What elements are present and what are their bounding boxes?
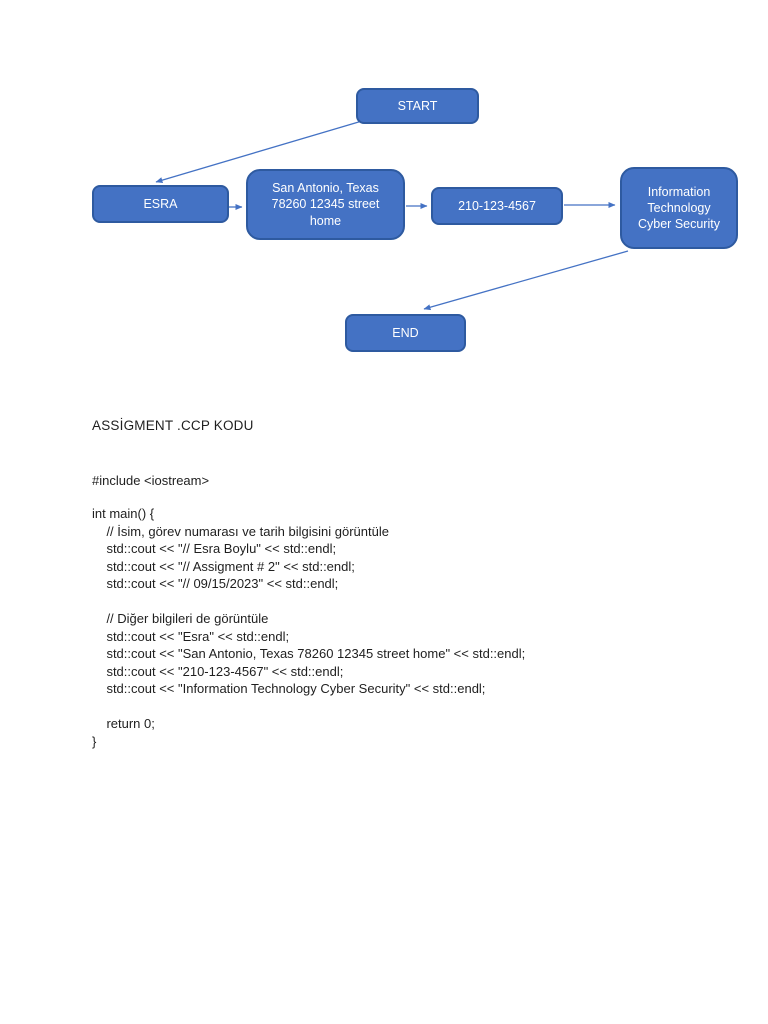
connector-start-to-esra — [155, 120, 363, 184]
code-include-line: #include <iostream> — [92, 473, 210, 488]
code-line — [92, 698, 525, 716]
code-line: int main() { — [92, 506, 155, 521]
flowchart-node-address: San Antonio, Texas 78260 12345 street ho… — [246, 169, 405, 240]
code-block: int main() { // İsim, görev numarası ve … — [92, 505, 525, 750]
document-title: ASSİGMENT .CCP KODU — [92, 418, 254, 433]
code-line — [92, 593, 525, 611]
node-address-label: San Antonio, Texas 78260 12345 street ho… — [271, 181, 380, 228]
node-end-label: END — [392, 325, 419, 340]
code-line: std::cout << "Esra" << std::endl; — [92, 628, 290, 644]
flowchart-node-start: START — [356, 88, 479, 124]
code-line: } — [92, 733, 97, 749]
flowchart-node-end: END — [345, 314, 466, 352]
code-line: std::cout << "Information Technology Cyb… — [92, 681, 486, 696]
flowchart-node-phone: 210-123-4567 — [431, 187, 563, 225]
connector-field-to-end — [423, 250, 629, 311]
code-line: std::cout << "// Assigment # 2" << std::… — [92, 558, 355, 574]
node-start-label: START — [397, 98, 438, 113]
code-line: // Diğer bilgileri de görüntüle — [92, 611, 269, 626]
node-field-label: Information Technology Cyber Security — [638, 184, 720, 232]
code-line: std::cout << "// 09/15/2023" << std::end… — [92, 576, 339, 591]
code-line: std::cout << "San Antonio, Texas 78260 1… — [92, 646, 526, 661]
code-line: // İsim, görev numarası ve tarih bilgisi… — [92, 523, 389, 539]
flowchart: START ESRA San Antonio, Texas 78260 1234… — [0, 0, 768, 380]
code-line: std::cout << "// Esra Boylu" << std::end… — [92, 541, 337, 556]
code-line: return 0; — [92, 716, 155, 731]
code-line: std::cout << "210-123-4567" << std::endl… — [92, 663, 344, 679]
flowchart-node-field: Information Technology Cyber Security — [620, 167, 738, 249]
flowchart-node-esra: ESRA — [92, 185, 229, 223]
flowchart-connectors — [155, 120, 629, 311]
node-phone-label: 210-123-4567 — [458, 198, 536, 213]
node-esra-label: ESRA — [143, 196, 178, 211]
